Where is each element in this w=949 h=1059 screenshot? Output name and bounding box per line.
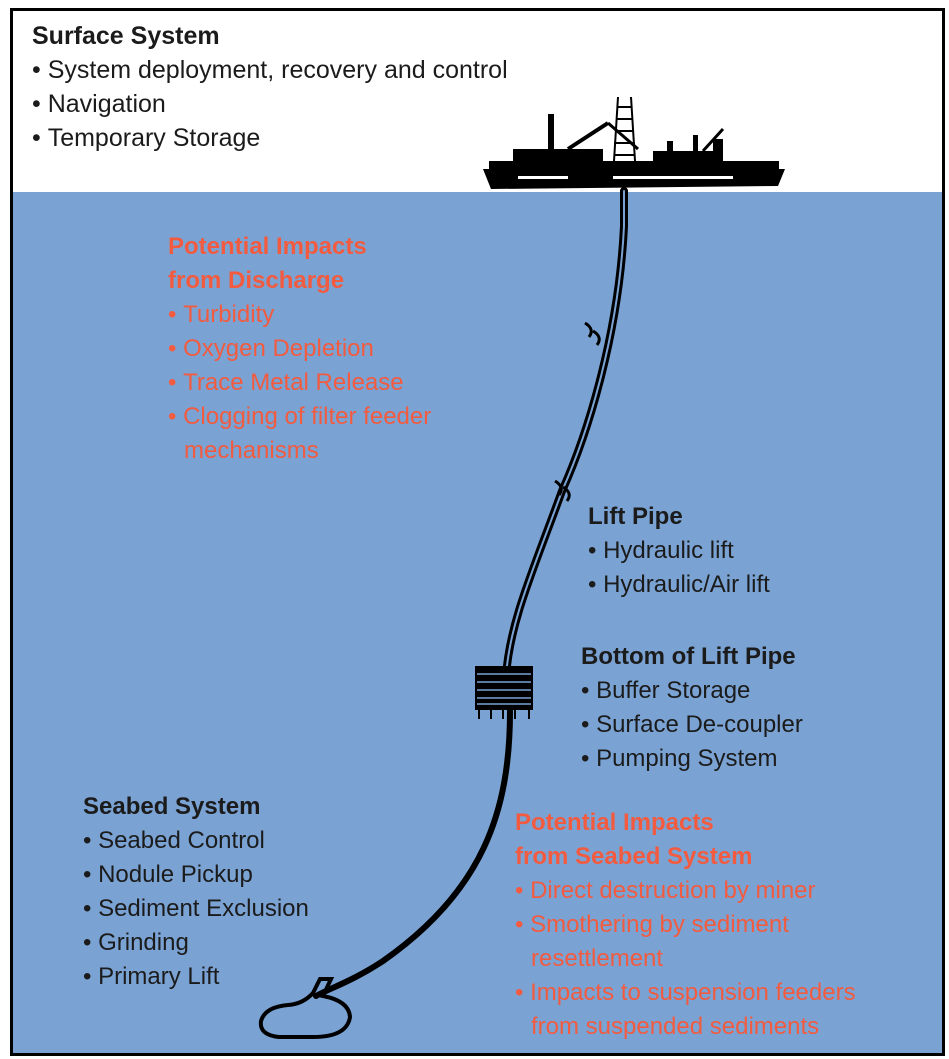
lift-pipe-item: Hydraulic/Air lift [588, 568, 770, 602]
buffer-storage-icon [475, 666, 533, 719]
pipe-break-marks [554, 321, 601, 502]
bottom-of-lift-pipe-item: Surface De-coupler [581, 708, 803, 742]
bottom-of-lift-pipe-item: Pumping System [581, 742, 803, 776]
surface-system-block: Surface System System deployment, recove… [32, 19, 508, 155]
diagram-frame: Surface System System deployment, recove… [10, 8, 945, 1056]
seabed-system-item: Primary Lift [83, 960, 309, 994]
seabed-system-block: Seabed System Seabed Control Nodule Pick… [83, 790, 309, 994]
surface-system-item: System deployment, recovery and control [32, 53, 508, 87]
seabed-impact-item-continued: resettlement [531, 945, 664, 972]
seabed-system-item: Sediment Exclusion [83, 892, 309, 926]
surface-system-item: Navigation [32, 87, 508, 121]
lift-pipe-item: Hydraulic lift [588, 534, 770, 568]
bottom-of-lift-pipe-title: Bottom of Lift Pipe [581, 643, 796, 670]
seabed-impact-item-continued: from suspended sediments [531, 1013, 820, 1040]
discharge-impact-item: Oxygen Depletion [168, 332, 431, 366]
seabed-miner-icon [258, 977, 353, 1039]
discharge-impact-item: Clogging of filter feeder [168, 400, 431, 434]
seabed-impacts-title-line1: Potential Impacts [515, 809, 714, 836]
lift-pipe-block: Lift Pipe Hydraulic lift Hydraulic/Air l… [588, 500, 770, 602]
seabed-impact-item: Impacts to suspension feeders [515, 976, 856, 1010]
bottom-of-lift-pipe-item: Buffer Storage [581, 674, 803, 708]
seabed-impact-item: Smothering by sediment [515, 908, 856, 942]
seabed-system-title: Seabed System [83, 793, 261, 820]
seabed-impacts-title-line2: from Seabed System [515, 843, 753, 870]
seabed-impact-item: Direct destruction by miner [515, 874, 856, 908]
discharge-impact-item-continued: mechanisms [184, 437, 319, 464]
lift-pipe-title: Lift Pipe [588, 503, 683, 530]
discharge-impacts-title-line2: from Discharge [168, 267, 345, 294]
surface-system-title: Surface System [32, 22, 220, 50]
lift-pipe [313, 187, 628, 999]
discharge-impacts-title-line1: Potential Impacts [168, 233, 367, 260]
discharge-impact-item: Turbidity [168, 298, 431, 332]
mining-system-illustration [258, 96, 785, 1039]
seabed-system-item: Grinding [83, 926, 309, 960]
discharge-impact-item: Trace Metal Release [168, 366, 431, 400]
bottom-of-lift-pipe-block: Bottom of Lift Pipe Buffer Storage Surfa… [581, 640, 803, 776]
surface-system-item: Temporary Storage [32, 121, 508, 155]
seabed-impacts-block: Potential Impacts from Seabed System Dir… [515, 806, 856, 1044]
discharge-impacts-block: Potential Impacts from Discharge Turbidi… [168, 230, 431, 468]
seabed-system-item: Nodule Pickup [83, 858, 309, 892]
seabed-system-item: Seabed Control [83, 824, 309, 858]
mining-ship-icon [483, 96, 785, 189]
